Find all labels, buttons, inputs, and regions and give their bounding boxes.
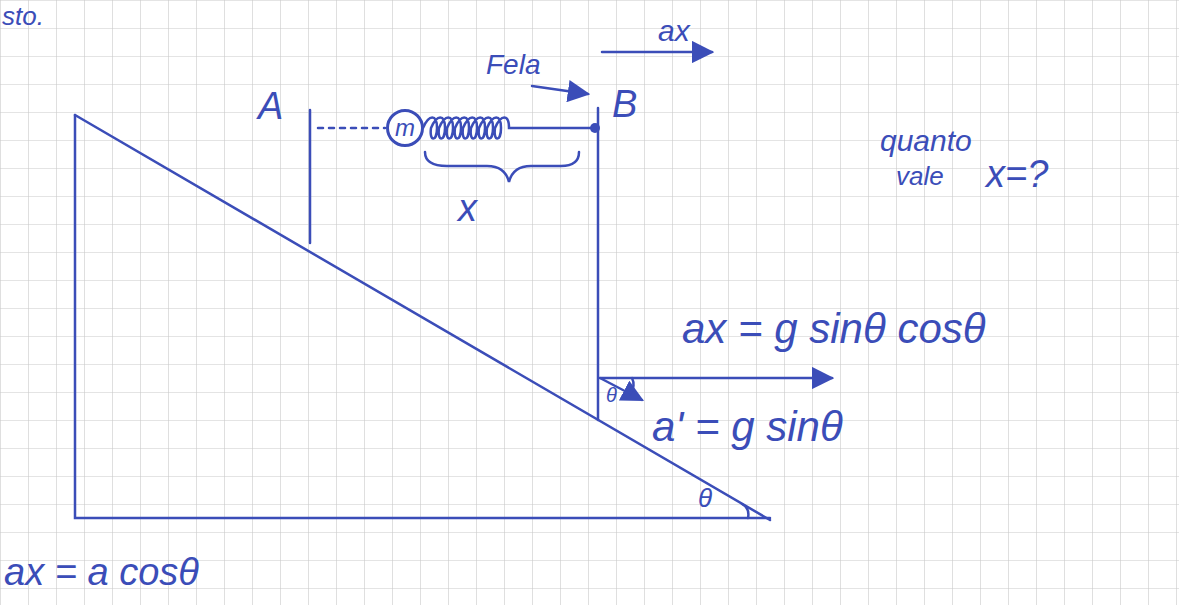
equation-text: ax = g sinθ cosθ — [682, 306, 986, 352]
angle-label: θ — [606, 384, 617, 406]
point-label: B — [612, 84, 637, 126]
point-a-marker — [309, 110, 312, 243]
length-label: x — [458, 188, 477, 230]
point-label: A — [258, 86, 283, 128]
question-text: vale — [896, 162, 944, 191]
force-label: Fela — [486, 50, 540, 81]
acceleration-arrow — [602, 51, 712, 54]
vector-label: ax — [658, 14, 690, 47]
angle-arc — [630, 378, 634, 394]
mass-circle: m — [386, 109, 424, 147]
mass-label: m — [395, 116, 415, 140]
support-post — [597, 108, 600, 420]
equation-text: a' = g sinθ — [652, 404, 843, 450]
incline-hypotenuse — [75, 115, 770, 520]
question-text: x=? — [986, 154, 1048, 196]
question-text: quanto — [880, 124, 972, 157]
equation-text: ax = a cosθ — [4, 552, 199, 594]
force-arrow — [532, 86, 588, 94]
spring — [423, 118, 590, 139]
point-b-dot — [590, 123, 600, 133]
length-brace — [425, 152, 579, 182]
angle-arc — [742, 504, 748, 518]
note-text: sto. — [2, 2, 44, 31]
dashed-line — [318, 127, 385, 130]
acceleration-arrow — [600, 377, 832, 380]
angle-label: θ — [698, 484, 712, 513]
